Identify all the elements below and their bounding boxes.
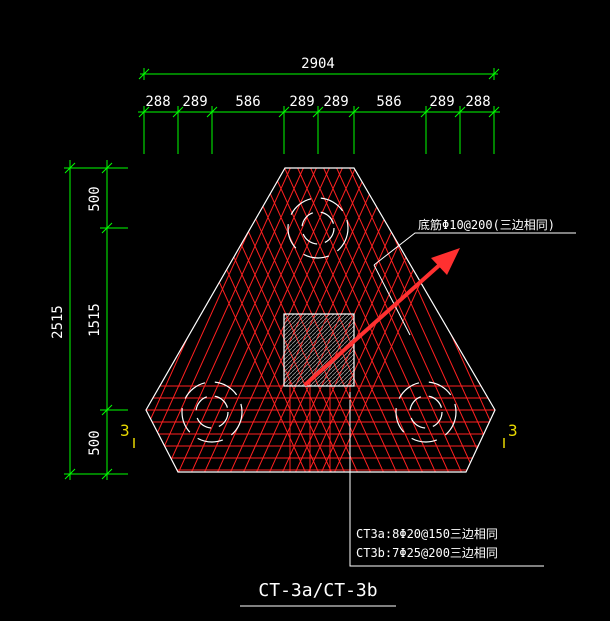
top-segment-tick [348,106,360,118]
rebar-bar [148,168,295,472]
top-segment-tick [172,106,184,118]
top-segment-tick [454,106,466,118]
bottom-rebar-note: 底筋Φ10@200(三边相同) [418,217,555,232]
left-dimensions [64,160,128,480]
top-total-tick-left [138,68,150,80]
left-segment-label: 500 [87,430,103,455]
rebar-bar [146,168,256,472]
left-seg-tick-3 [101,468,113,480]
top-total-dimension: 2904 [301,56,335,72]
piles [181,197,457,443]
top-segment-tick [312,106,324,118]
top-segment-tick [278,106,290,118]
rebar-bar [319,168,466,472]
rebar-bar [200,168,347,472]
rebar-bar [371,168,495,472]
rebar-bar [146,168,204,472]
rebar-bar [146,168,191,472]
pile-top [287,197,349,259]
pile-cap-note-b: CT3b:7Φ25@200三边相同 [356,546,498,560]
pile-cap-outline [145,167,496,473]
rebar-bar [423,168,495,472]
left-segment-label: 1515 [87,303,103,337]
left-seg-tick-2 [101,404,113,416]
left-total-tick-top [64,162,76,174]
rebar-bar [332,168,479,472]
top-segment-tick [420,106,432,118]
left-seg-tick-1 [101,222,113,234]
rebar-bar [146,168,230,472]
top-segment-label: 289 [289,94,314,110]
rebar-bar [475,168,495,472]
section-marks: 3 3 [120,421,518,448]
left-segment-label: 500 [87,186,103,211]
pile-cap-leader [349,400,544,567]
section-mark-left: 3 [120,421,130,440]
top-segment-tick [138,106,150,118]
rebar-bar [293,168,440,472]
rebar-diagonal-set-b [163,168,495,472]
top-segment-label: 586 [376,94,401,110]
top-total-tick-right [488,68,500,80]
rebar-bar [146,168,269,472]
top-dimension-labels: 2904 288 289 586 289 289 586 289 288 [145,56,490,110]
top-segment-label: 289 [429,94,454,110]
rebar-bar [187,168,334,472]
rebar-bar [449,168,495,472]
rebar-bar [397,168,495,472]
top-segment-label: 289 [182,94,207,110]
rebar-horizontal-set [146,385,495,471]
top-segment-label: 289 [323,94,348,110]
rebar-bar [410,168,495,472]
rebar-bar [174,168,321,472]
left-total-dimension: 2515 [50,305,66,339]
pile-left [181,381,243,443]
drawing-title: CT-3a/CT-3b [258,580,377,601]
top-segment-label: 288 [465,94,490,110]
section-mark-right: 3 [508,421,518,440]
left-total-tick-bottom [64,468,76,480]
top-segment-tick [488,106,500,118]
left-seg-tick-0 [101,162,113,174]
red-arrow [304,248,460,386]
top-segment-ticks [138,106,500,154]
top-segment-label: 586 [235,94,260,110]
pile-right [395,381,457,443]
top-segment-label: 288 [145,94,170,110]
bottom-rebar-leader [373,232,576,336]
rebar-vertical-set [289,380,351,472]
left-dimension-labels: 2515 500 1515 500 [50,186,103,455]
top-dimensions [138,68,500,154]
rebar-bar [146,168,243,472]
pile-cap-note-a: CT3a:8Φ20@150三边相同 [356,527,498,541]
rebar-bar [345,168,492,472]
top-segment-tick [206,106,218,118]
